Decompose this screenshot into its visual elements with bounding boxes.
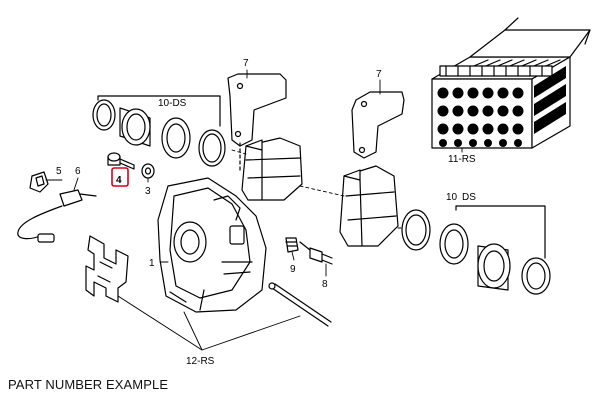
clip — [29, 171, 49, 193]
bushing — [141, 163, 155, 179]
label-5: 5 — [56, 166, 62, 177]
caption: PART NUMBER EXAMPLE — [8, 377, 169, 392]
shim-left — [227, 73, 287, 171]
bleeder-valve — [299, 241, 333, 265]
label-4: 4 — [116, 175, 122, 186]
brake-pad-left — [241, 137, 303, 201]
shim-right — [351, 91, 405, 159]
label-7-right: 7 — [376, 69, 382, 80]
label-9: 9 — [290, 264, 296, 275]
pad-kit-box — [431, 17, 591, 149]
anti-rattle-spring — [85, 235, 129, 303]
guide-pin — [268, 282, 332, 327]
label-12-rs: 12-RS — [186, 356, 215, 367]
label-10-right-num: 10 — [446, 192, 458, 203]
wear-sensor — [17, 189, 97, 243]
label-7-left: 7 — [243, 58, 249, 69]
piston-kit-left — [92, 95, 226, 167]
brake-pad-right — [339, 165, 399, 247]
label-11-rs: 11-RS — [448, 154, 476, 165]
label-3: 3 — [145, 186, 151, 197]
label-8: 8 — [322, 279, 328, 290]
label-6: 6 — [75, 166, 81, 177]
caliper-body — [157, 177, 267, 313]
piston-kit-right — [401, 205, 551, 295]
dust-cap — [285, 237, 299, 253]
highlight-box — [111, 167, 129, 187]
guide-bolt — [107, 152, 135, 170]
label-1: 1 — [149, 258, 155, 269]
part-labels: 10-DS 7 7 11-RS 5 6 4 3 1 9 8 10 DS 12-R… — [56, 58, 476, 367]
leader-lines — [45, 69, 463, 351]
label-10-ds-left: 10-DS — [158, 98, 187, 109]
label-ds-right: DS — [462, 192, 476, 203]
